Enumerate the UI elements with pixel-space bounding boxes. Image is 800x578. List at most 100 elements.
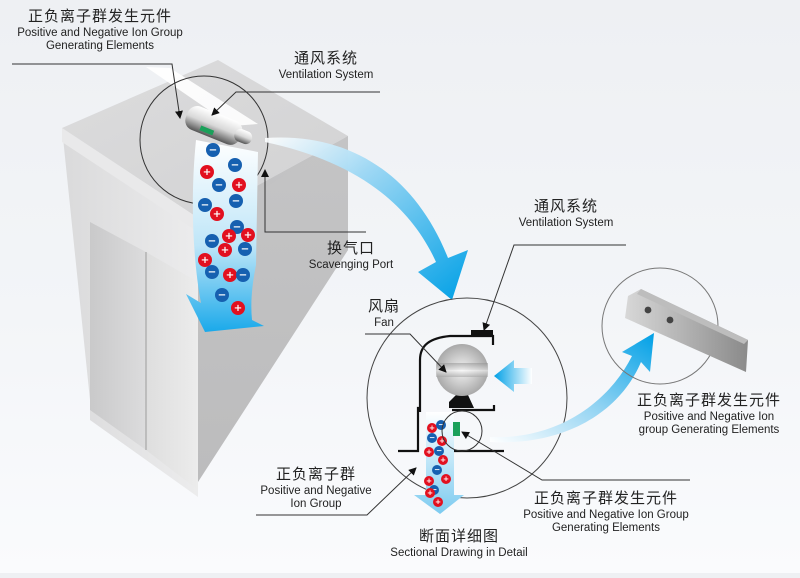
ions-top-group: −−++−−−+−++−−++−+−−+ [198, 143, 255, 315]
label-zh: 断面详细图 [418, 527, 499, 545]
svg-text:−: − [438, 420, 444, 429]
label-scavenging-port: 换气口 Scavenging Port [296, 239, 406, 272]
leader-ventilation-detail [482, 244, 626, 331]
ions-section-group: +−−+−++−++−++ [424, 420, 451, 507]
duct-curve [418, 334, 495, 412]
positive-ion-icon: + [438, 455, 448, 465]
fan [436, 344, 488, 396]
label-en-line-2: Ion Group [290, 498, 342, 511]
plate-hole-2 [666, 316, 674, 324]
svg-text:−: − [209, 145, 217, 156]
leader-fan [365, 333, 447, 373]
negative-ion-icon: − [206, 143, 220, 157]
label-en-line-1: Ventilation System [278, 69, 374, 82]
cabinet-door-left [90, 222, 146, 450]
cabinet-top-band [62, 128, 198, 232]
label-ion-generator-top: 正负离子群发生元件 Positive and Negative Ion Grou… [2, 7, 198, 54]
leader-ion-generator-top [12, 63, 183, 119]
ion-element-green [199, 125, 215, 136]
plate-hole-1 [644, 306, 652, 314]
label-en-line-1: Positive and Negative Ion Group [17, 27, 183, 40]
label-ion-group: 正负离子群 Positive and Negative Ion Group [248, 465, 384, 512]
positive-ion-icon: + [427, 423, 437, 433]
svg-text:+: + [443, 474, 449, 483]
svg-text:+: + [221, 245, 229, 256]
positive-ion-icon: + [424, 476, 434, 486]
svg-text:+: + [235, 180, 243, 191]
label-en-line-2: Generating Elements [551, 522, 661, 535]
positive-ion-icon: + [437, 436, 447, 446]
svg-text:−: − [239, 270, 247, 281]
label-en-line-1: Scavenging Port [308, 259, 394, 272]
positive-ion-icon: + [223, 268, 237, 282]
label-zh: 通风系统 [293, 49, 358, 67]
positive-ion-icon: + [232, 178, 246, 192]
label-ventilation-top: 通风系统 Ventilation System [260, 49, 392, 82]
negative-ion-icon: − [205, 265, 219, 279]
positive-ion-icon: + [222, 229, 236, 243]
negative-ion-icon: − [238, 242, 252, 256]
label-fan: 风扇 Fan [360, 297, 408, 330]
svg-text:−: − [232, 196, 240, 207]
negative-ion-icon: − [205, 234, 219, 248]
label-en-line-2: group Generating Elements [638, 424, 780, 437]
positive-ion-icon: + [441, 474, 451, 484]
leader-ventilation-top [211, 91, 380, 116]
svg-text:−: − [434, 465, 440, 474]
duct-lower-shelf [452, 405, 496, 412]
incoming-air-arrow [494, 360, 532, 392]
svg-text:+: + [427, 488, 433, 497]
svg-text:−: − [241, 244, 249, 255]
negative-ion-icon: − [198, 198, 212, 212]
svg-text:−: − [431, 485, 437, 494]
positive-ion-icon: + [424, 447, 434, 457]
negative-ion-icon: − [212, 178, 226, 192]
ventilation-tube [185, 106, 253, 145]
section-detail-circle [366, 297, 568, 499]
big-airflow-arrow [265, 137, 468, 300]
label-zh: 换气口 [326, 239, 375, 257]
negative-ion-icon: − [228, 158, 242, 172]
label-en-line-1: Fan [374, 317, 394, 330]
label-zh: 正负离子群发生元件 [636, 391, 781, 409]
negative-ion-icon: − [230, 220, 244, 234]
svg-text:+: + [234, 303, 242, 314]
negative-ion-icon: − [236, 268, 250, 282]
label-zh: 正负离子群发生元件 [27, 7, 172, 25]
negative-ion-icon: − [427, 433, 437, 443]
svg-text:−: − [429, 433, 435, 442]
positive-ion-icon: + [231, 301, 245, 315]
plate-arrow [490, 333, 654, 443]
positive-ion-icon: + [433, 497, 443, 507]
label-en-line-1: Positive and Negative [260, 485, 372, 498]
leader-ion-group [256, 467, 417, 516]
label-ion-element-plate: 正负离子群发生元件 Positive and Negative Ion grou… [624, 391, 794, 438]
positive-ion-icon: + [425, 488, 435, 498]
leader-scavenging-port [261, 169, 366, 233]
duct-cap-lower [449, 395, 474, 408]
duct-cap-top [471, 330, 493, 335]
label-ion-generator-detail: 正负离子群发生元件 Positive and Negative Ion Grou… [508, 489, 704, 536]
ion-element-plate [625, 289, 748, 372]
positive-ion-icon: + [241, 228, 255, 242]
svg-text:+: + [201, 255, 209, 266]
negative-ion-icon: − [229, 194, 243, 208]
label-en-line-1: Sectional Drawing in Detail [390, 547, 528, 560]
label-en-line-1: Positive and Negative Ion Group [523, 509, 689, 522]
svg-text:+: + [429, 423, 435, 432]
svg-text:+: + [244, 230, 252, 241]
negative-ion-icon: − [215, 288, 229, 302]
leader-ion-generator-detail [461, 431, 690, 481]
label-sectional-drawing: 断面详细图 Sectional Drawing in Detail [376, 527, 542, 560]
svg-text:−: − [233, 222, 241, 233]
negative-ion-icon: − [432, 465, 442, 475]
svg-text:−: − [208, 267, 216, 278]
label-en-line-1: Ventilation System [518, 217, 614, 230]
element-detail-circle [441, 410, 483, 452]
cabinet-top [62, 60, 348, 218]
svg-text:+: + [435, 497, 441, 506]
duct-lower-left [398, 406, 420, 453]
svg-text:−: − [215, 180, 223, 191]
